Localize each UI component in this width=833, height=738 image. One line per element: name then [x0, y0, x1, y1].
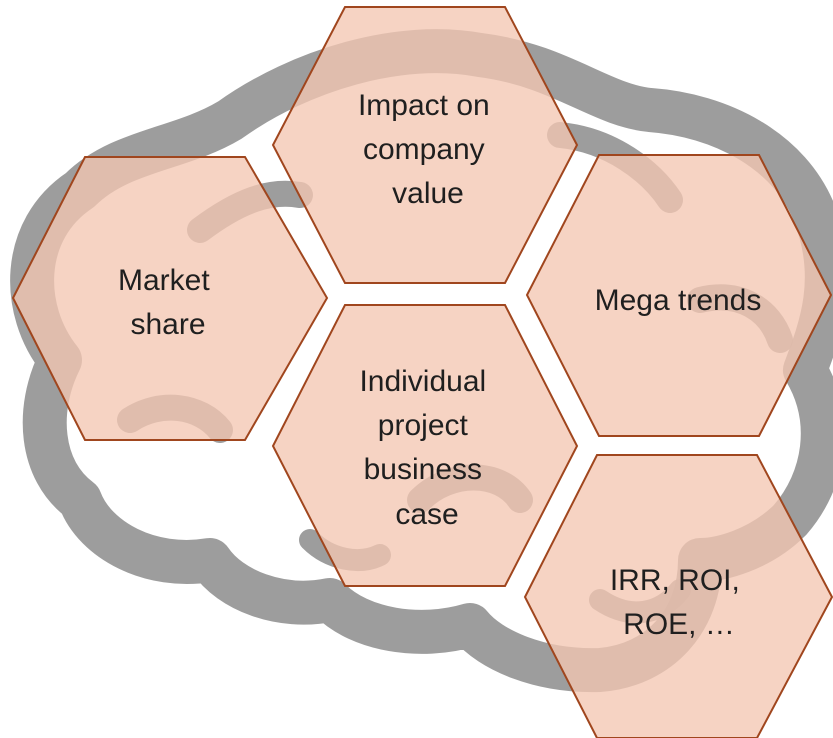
hexagon-label-line: case: [395, 498, 458, 531]
hexagon-label-line: value: [392, 177, 464, 210]
hexagon-shape: [271, 304, 579, 587]
hexagon-label-line: Market: [118, 264, 210, 297]
hexagon-layer: Impact on company value Market share Meg…: [11, 6, 833, 738]
hexagon-shape: [271, 6, 579, 284]
hexagon-label-line: Mega trends: [595, 284, 762, 317]
hexagon-label-line: company: [363, 133, 485, 166]
hexagon-label: Mega trends: [595, 284, 762, 317]
hexagon-individual-project-business-case: Individual project business case: [271, 304, 579, 587]
hexagon-label-line: project: [378, 409, 469, 442]
hexagon-shape: [11, 156, 329, 441]
hexagon-label: Impact on company value: [358, 89, 498, 210]
hexagon-label-line: share: [130, 308, 205, 341]
hexagon-label-line: IRR, ROI,: [610, 564, 740, 597]
hexagon-label-line: Impact on: [358, 89, 490, 122]
hexagon-label: IRR, ROI, ROE, …: [610, 564, 748, 641]
hexagon-shape: [525, 154, 833, 437]
hexagon-irr-roi-roe: IRR, ROI, ROE, …: [523, 454, 833, 738]
hexagon-impact-company-value: Impact on company value: [271, 6, 579, 284]
hexagon-label-line: ROE, …: [623, 608, 735, 641]
hexagon-label-line: Individual: [359, 365, 486, 398]
hexagon-market-share: Market share: [11, 156, 329, 441]
hexagon-label: Market share: [118, 264, 218, 341]
hexagon-label-line: business: [364, 453, 482, 486]
hexagon-label: Individual project business case: [359, 365, 494, 531]
hexagon-mega-trends: Mega trends: [525, 154, 833, 437]
hexagon-shape: [523, 454, 833, 738]
